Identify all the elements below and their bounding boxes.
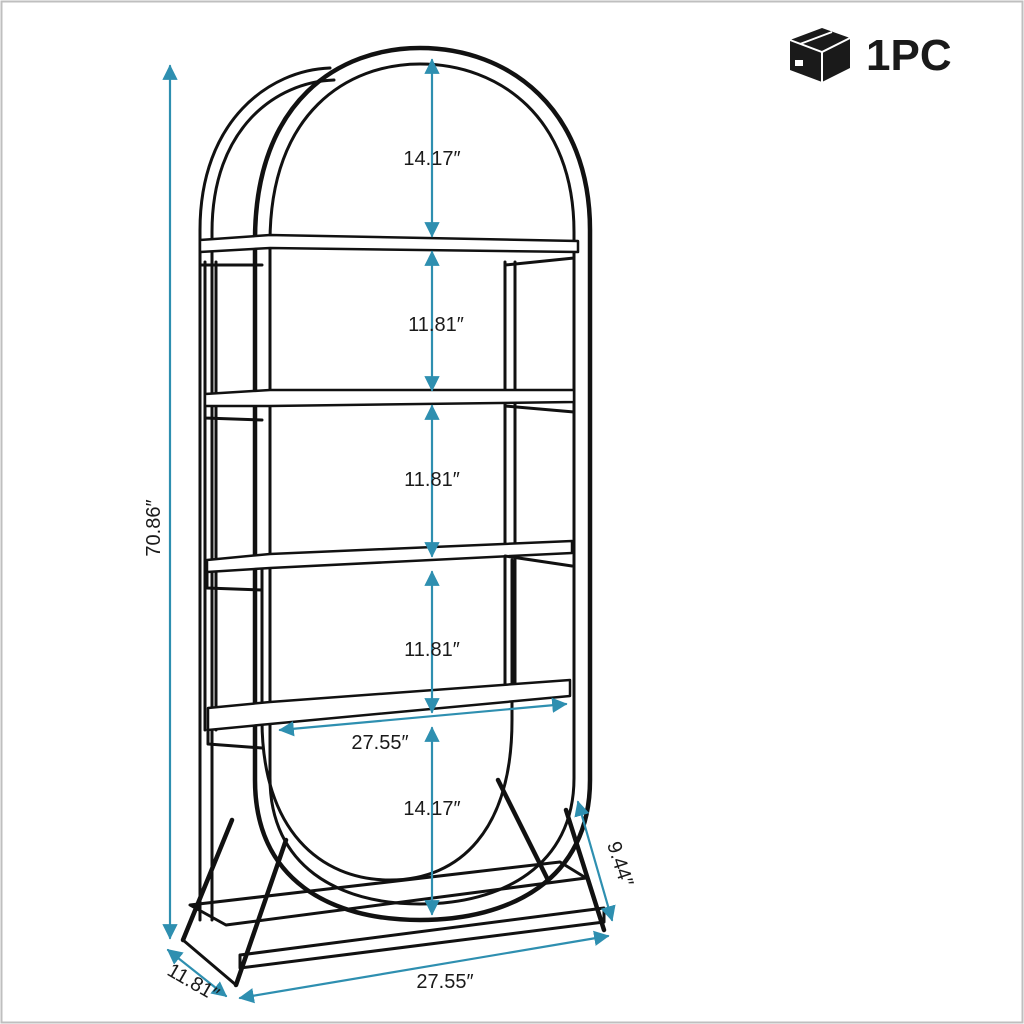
package-box-icon: [789, 28, 851, 82]
top-section-label: 14.17″: [403, 148, 460, 170]
shelf-gap-3-label: 11.81″: [404, 639, 460, 661]
shelf-3: [205, 539, 574, 592]
base-width-label: 27.55″: [416, 971, 473, 993]
rear-arch-left: [198, 66, 332, 922]
side-depth-line: [574, 800, 616, 922]
base-depth-line: [166, 948, 228, 998]
quantity-badge: 1PC: [789, 28, 952, 82]
shelf-gap-1-label: 11.81″: [408, 314, 464, 336]
dimension-lines: [162, 58, 616, 1004]
shelf-width-line: [278, 697, 568, 737]
base-width-line: [238, 930, 610, 1004]
shelf-gap-2-label: 11.81″: [404, 469, 460, 491]
rear-oval-bottom: [260, 558, 514, 882]
front-oval-inner: [268, 62, 576, 906]
rear-arch-left-inner: [210, 78, 336, 922]
total-height-label: 70.86″: [143, 499, 165, 556]
bottom-section-label: 14.17″: [403, 798, 460, 820]
shelf-width-label: 27.55″: [351, 732, 408, 754]
quantity-label: 1PC: [866, 31, 952, 80]
side-depth-label: 9.44″: [602, 839, 637, 890]
bookshelf: [180, 45, 607, 988]
shelf-2: [203, 388, 576, 422]
base-frame: [180, 777, 607, 988]
front-oval-outer: [252, 45, 593, 923]
shelf-1: [198, 233, 580, 267]
